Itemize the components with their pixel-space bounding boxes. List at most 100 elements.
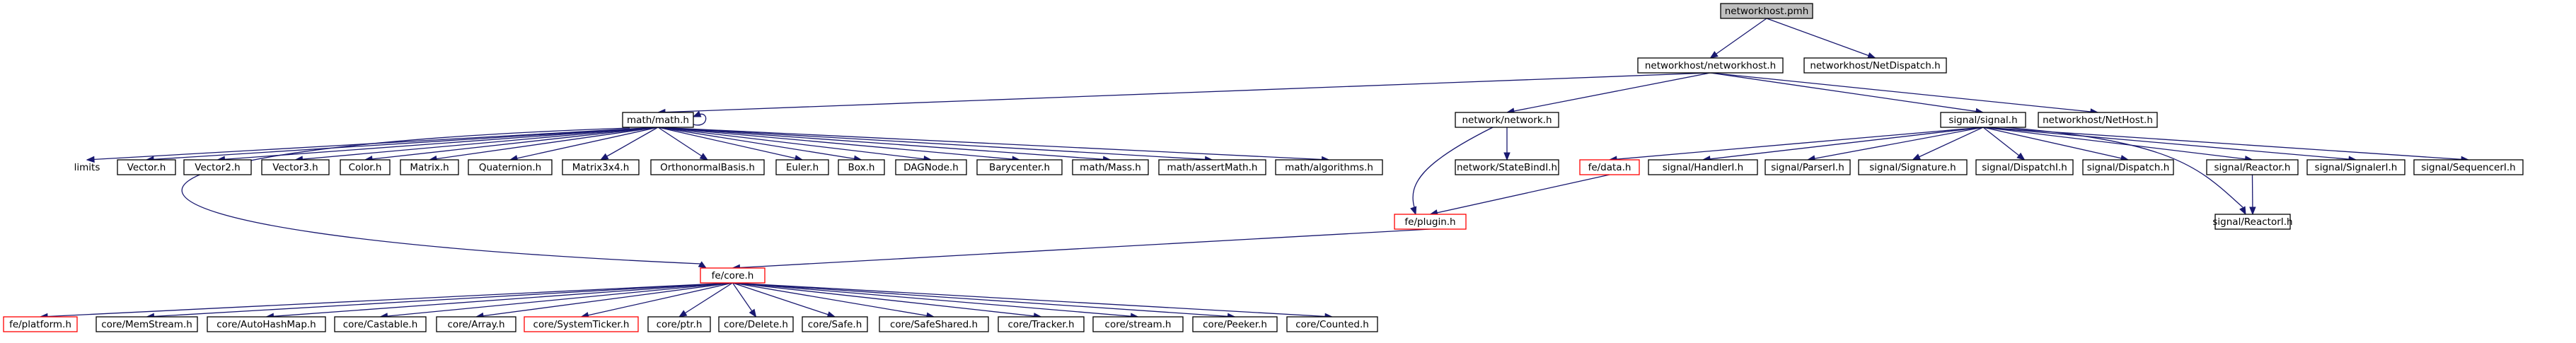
graph-node-core-memstream-h[interactable]: core/MemStream.h (96, 316, 198, 332)
graph-node-signal-parseri-h[interactable]: signal/ParserI.h (1764, 159, 1851, 175)
graph-node-signal-sequenceri-h[interactable]: signal/SequencerI.h (2413, 159, 2524, 175)
node-box (400, 159, 459, 175)
node-label: math/math.h (627, 115, 689, 126)
graph-node-euler-h[interactable]: Euler.h (775, 159, 829, 175)
edge-layer (39, 18, 2470, 320)
graph-node-signal-reactor-h[interactable]: signal/Reactor.h (2206, 159, 2299, 175)
node-label: signal/Reactor.h (2214, 162, 2291, 173)
node-box (261, 159, 330, 175)
node-label: signal/ParserI.h (1771, 162, 1844, 173)
graph-node-signal-signature-h[interactable]: signal/Signature.h (1858, 159, 1968, 175)
graph-node-fe-core-h[interactable]: fe/core.h (700, 267, 766, 284)
graph-node-core-array-h[interactable]: core/Array.h (436, 316, 516, 332)
graph-node-signal-signaleri-h[interactable]: signal/SignalerI.h (2306, 159, 2405, 175)
node-label: core/MemStream.h (101, 319, 192, 330)
node-label: signal/Signature.h (1869, 162, 1956, 173)
node-label: OrthonormalBasis.h (660, 162, 755, 173)
node-box (1394, 214, 1467, 230)
graph-node-core-safeshared-h[interactable]: core/SafeShared.h (879, 316, 989, 332)
graph-node-core-stream-h[interactable]: core/stream.h (1092, 316, 1184, 332)
node-label: core/stream.h (1105, 319, 1172, 330)
dependency-edge (1710, 72, 2099, 115)
dependency-edge (216, 127, 659, 163)
dependency-edge (364, 127, 659, 163)
graph-node-signal-dispatch-h[interactable]: signal/Dispatch.h (2082, 159, 2174, 175)
graph-node-networkhost-nethost-h[interactable]: networkhost/NetHost.h (2038, 112, 2158, 128)
dependency-edge (657, 72, 1711, 116)
graph-node-matrix-h[interactable]: Matrix.h (400, 159, 459, 175)
node-label: network/StateBindI.h (1457, 162, 1557, 173)
graph-node-core-castable-h[interactable]: core/Castable.h (334, 316, 427, 332)
node-label: network/network.h (1462, 115, 1552, 126)
graph-node-color-h[interactable]: Color.h (340, 159, 391, 175)
graph-node-fe-plugin-h[interactable]: fe/plugin.h (1394, 214, 1467, 230)
graph-node-core-autohashmap-h[interactable]: core/AutoHashMap.h (207, 316, 326, 332)
graph-node-math-algorithms-h[interactable]: math/algorithms.h (1275, 159, 1383, 175)
node-label: Matrix.h (410, 162, 449, 173)
graph-node-barycenter-h[interactable]: Barycenter.h (976, 159, 1063, 175)
dependency-edge (1766, 18, 1876, 59)
graph-node-signal-handleri-h[interactable]: signal/HandlerI.h (1648, 159, 1758, 175)
graph-node-matrix3x4-h[interactable]: Matrix3x4.h (562, 159, 640, 175)
node-label: signal/HandlerI.h (1663, 162, 1743, 173)
dependency-edge (1503, 127, 1511, 161)
graph-node-fe-platform-h[interactable]: fe/platform.h (3, 316, 78, 332)
graph-node-core-safe-h[interactable]: core/Safe.h (802, 316, 868, 332)
graph-node-vector3-h[interactable]: Vector3.h (261, 159, 330, 175)
graph-node-core-systemticker-h[interactable]: core/SystemTicker.h (524, 316, 639, 332)
node-label: fe/data.h (1588, 162, 1631, 173)
graph-node-core-ptr-h[interactable]: core/ptr.h (647, 316, 711, 332)
node-label: core/Castable.h (343, 319, 418, 330)
node-label: core/Tracker.h (1007, 319, 1074, 330)
graph-node-vector2-h[interactable]: Vector2.h (183, 159, 252, 175)
node-box (1072, 159, 1149, 175)
graph-node-networkhost-pmh[interactable]: networkhost.pmh (1720, 3, 1813, 19)
graph-node-core-tracker-h[interactable]: core/Tracker.h (998, 316, 1085, 332)
node-label: signal/DispatchI.h (1982, 162, 2067, 173)
node-label: DAGNode.h (903, 162, 959, 173)
node-label: networkhost.pmh (1725, 6, 1809, 17)
graph-node-networkhost-netdispatch-h[interactable]: networkhost/NetDispatch.h (1803, 57, 1947, 74)
node-box (1803, 57, 1947, 74)
dependency-edge (1710, 72, 1985, 115)
node-box (2413, 159, 2524, 175)
dependency-edge (732, 282, 1334, 320)
graph-node-networkhost-networkhost-h[interactable]: networkhost/networkhost.h (1637, 57, 1784, 74)
graph-node-orthonormalbasis-h[interactable]: OrthonormalBasis.h (650, 159, 765, 175)
graph-node-core-delete-h[interactable]: core/Delete.h (718, 316, 794, 332)
node-box (838, 159, 885, 175)
graph-node-network-network-h[interactable]: network/network.h (1455, 112, 1559, 128)
graph-node-math-assertmath-h[interactable]: math/assertMath.h (1158, 159, 1266, 175)
graph-node-core-counted-h[interactable]: core/Counted.h (1286, 316, 1378, 332)
graph-node-signal-dispatchi-h[interactable]: signal/DispatchI.h (1975, 159, 2074, 175)
dependency-edge (1608, 127, 1984, 163)
node-label: networkhost/NetHost.h (2043, 115, 2153, 126)
node-box (1455, 112, 1559, 128)
dependency-edge (1410, 127, 1494, 216)
graph-node-box-h[interactable]: Box.h (838, 159, 885, 175)
node-box (2214, 214, 2291, 230)
node-box (1975, 159, 2074, 175)
graph-node-signal-reactori-h[interactable]: signal/ReactorI.h (2212, 214, 2293, 230)
node-box (2038, 112, 2158, 128)
graph-node-network-statebindi-h[interactable]: network/StateBindI.h (1455, 159, 1559, 175)
dependency-edge (732, 282, 757, 318)
graph-node-limits[interactable]: limits (74, 162, 100, 173)
node-box (650, 159, 765, 175)
graph-node-signal-signal-h[interactable]: signal/signal.h (1940, 112, 2026, 128)
graph-node-dagnode-h[interactable]: DAGNode.h (895, 159, 967, 175)
node-box (3, 316, 78, 332)
node-box (1158, 159, 1266, 175)
node-label: signal/SignalerI.h (2315, 162, 2398, 173)
graph-node-vector-h[interactable]: Vector.h (117, 159, 176, 175)
dependency-edge (1709, 18, 1767, 59)
graph-node-quaternion-h[interactable]: Quaternion.h (468, 159, 553, 175)
graph-node-fe-data-h[interactable]: fe/data.h (1579, 159, 1640, 175)
node-box (183, 159, 252, 175)
graph-node-math-math-h[interactable]: math/math.h (622, 112, 694, 128)
node-layer: networkhost.pmh networkhost/networkhost.h… (3, 3, 2524, 332)
graph-node-math-mass-h[interactable]: math/Mass.h (1072, 159, 1149, 175)
node-box (334, 316, 427, 332)
graph-node-core-peeker-h[interactable]: core/Peeker.h (1192, 316, 1278, 332)
node-box (117, 159, 176, 175)
